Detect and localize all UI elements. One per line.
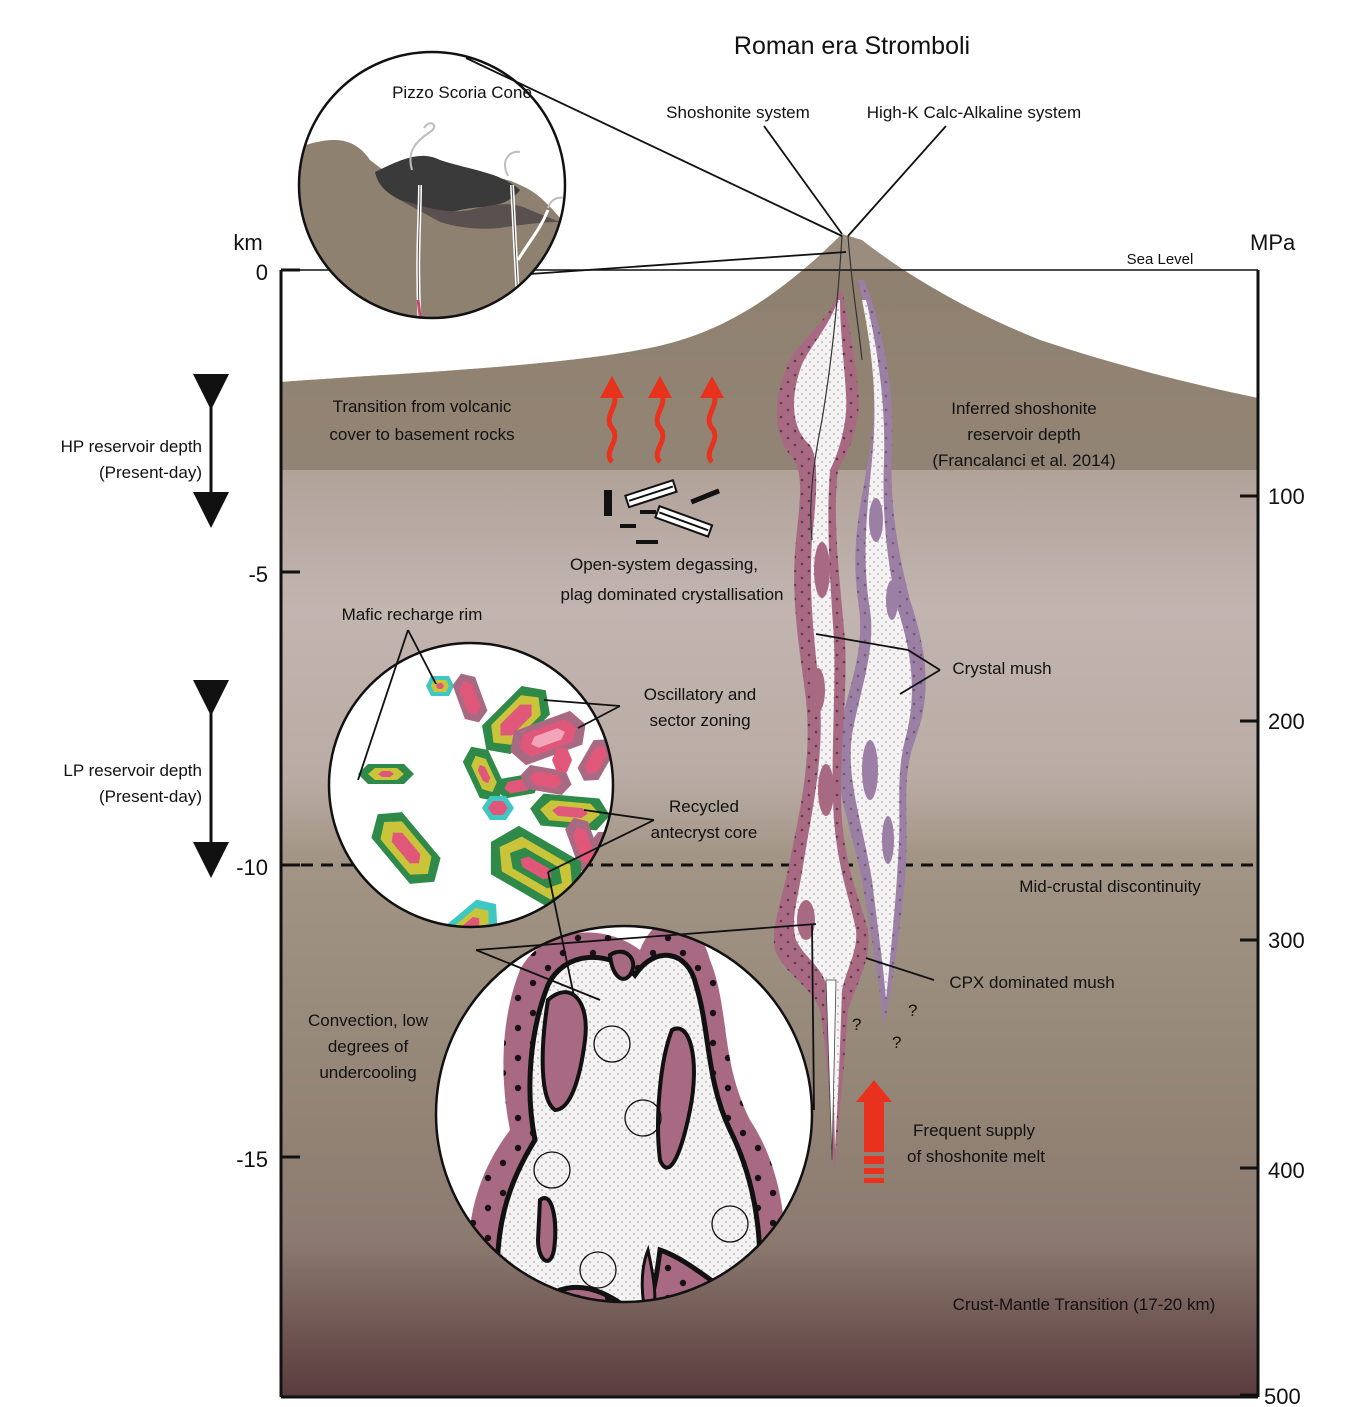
tick-10: -10 <box>236 855 268 880</box>
supply-label-2: of shoshonite melt <box>907 1147 1045 1166</box>
degassing-label-2: plag dominated crystallisation <box>560 585 783 604</box>
hp-label-2: (Present-day) <box>99 463 202 482</box>
degassing-label-1: Open-system degassing, <box>570 555 758 574</box>
tick-15: -15 <box>236 1147 268 1172</box>
recycled-label-1: Recycled <box>669 797 739 816</box>
inferred-label-2: reservoir depth <box>967 425 1080 444</box>
cpx-label: CPX dominated mush <box>949 973 1114 992</box>
right-axis-unit: MPa <box>1250 230 1296 255</box>
tick-200: 200 <box>1268 709 1305 734</box>
tick-500: 500 <box>1264 1384 1301 1407</box>
oscillatory-label-2: sector zoning <box>649 711 750 730</box>
mid-crustal-label: Mid-crustal discontinuity <box>1019 877 1201 896</box>
shoshonite-system-label: Shoshonite system <box>666 103 810 122</box>
tick-0: 0 <box>256 260 268 285</box>
inferred-label-1: Inferred shoshonite <box>951 399 1097 418</box>
transition-label-1: Transition from volcanic <box>333 397 512 416</box>
convection-label-1: Convection, low <box>308 1011 429 1030</box>
crystal-mush-label: Crystal mush <box>952 659 1051 678</box>
transition-label-2: cover to basement rocks <box>329 425 514 444</box>
calc-alkaline-label: High-K Calc-Alkaline system <box>867 103 1081 122</box>
oscillatory-label-1: Oscillatory and <box>644 685 756 704</box>
convection-label-3: undercooling <box>319 1063 416 1082</box>
lp-label-1: LP reservoir depth <box>63 761 202 780</box>
tick-300: 300 <box>1268 928 1305 953</box>
svg-text:?: ? <box>908 1001 917 1020</box>
diagram-title: Roman era Stromboli <box>734 32 970 60</box>
pizzo-label: Pizzo Scoria Cone <box>392 83 532 102</box>
svg-text:?: ? <box>852 1015 861 1034</box>
left-axis-unit: km <box>233 230 262 255</box>
recycled-label-2: antecryst core <box>651 823 758 842</box>
hp-label-1: HP reservoir depth <box>61 437 202 456</box>
convection-label-2: degrees of <box>328 1037 409 1056</box>
sea-level-label: Sea Level <box>1127 251 1194 268</box>
supply-label-1: Frequent supply <box>913 1121 1035 1140</box>
crust-mantle-label: Crust-Mantle Transition (17-20 km) <box>953 1295 1216 1314</box>
tick-5: -5 <box>248 562 268 587</box>
lp-label-2: (Present-day) <box>99 787 202 806</box>
tick-100: 100 <box>1268 484 1305 509</box>
tick-400: 400 <box>1268 1158 1305 1183</box>
svg-text:?: ? <box>892 1033 901 1052</box>
inferred-label-3: (Francalanci et al. 2014) <box>932 451 1115 470</box>
mafic-label: Mafic recharge rim <box>342 605 483 624</box>
